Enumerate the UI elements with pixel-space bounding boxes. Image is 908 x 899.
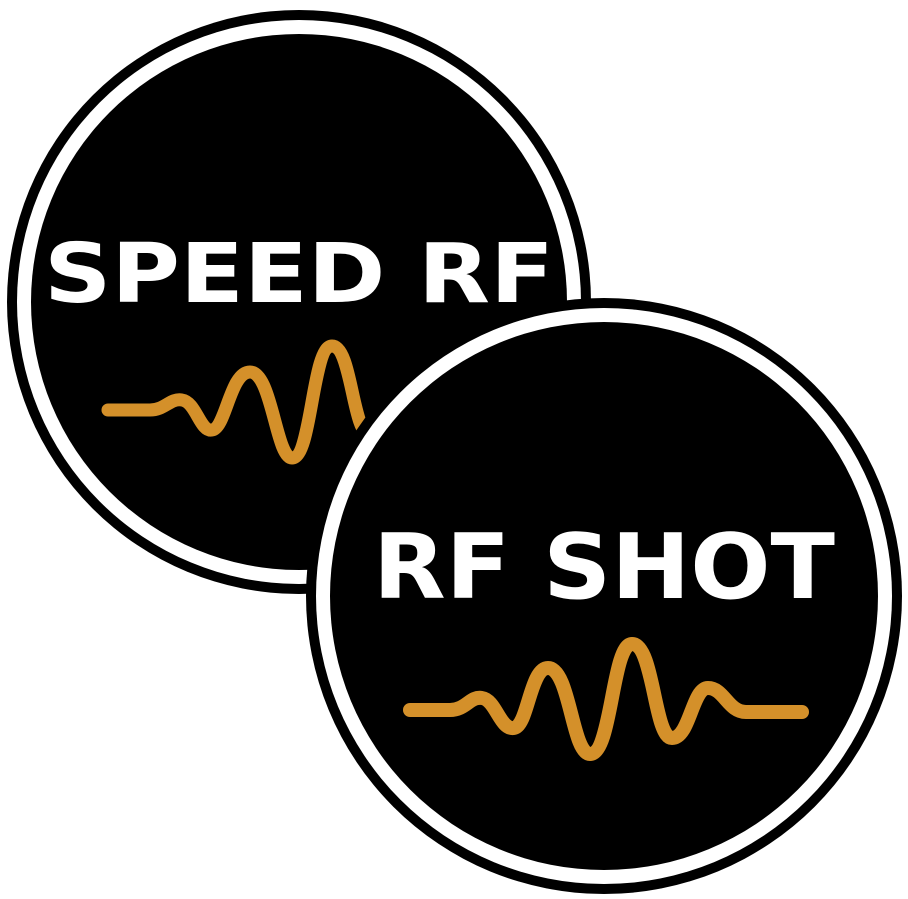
rf-shot-badge-disc [330,322,878,870]
rf-shot-waveform-icon [403,637,809,761]
rf-shot-badge: RF SHOT [306,298,902,894]
speed-rf-waveform-icon [101,339,377,465]
speed-rf-label: SPEED RF [44,227,554,322]
rf-shot-label: RF SHOT [373,515,835,620]
